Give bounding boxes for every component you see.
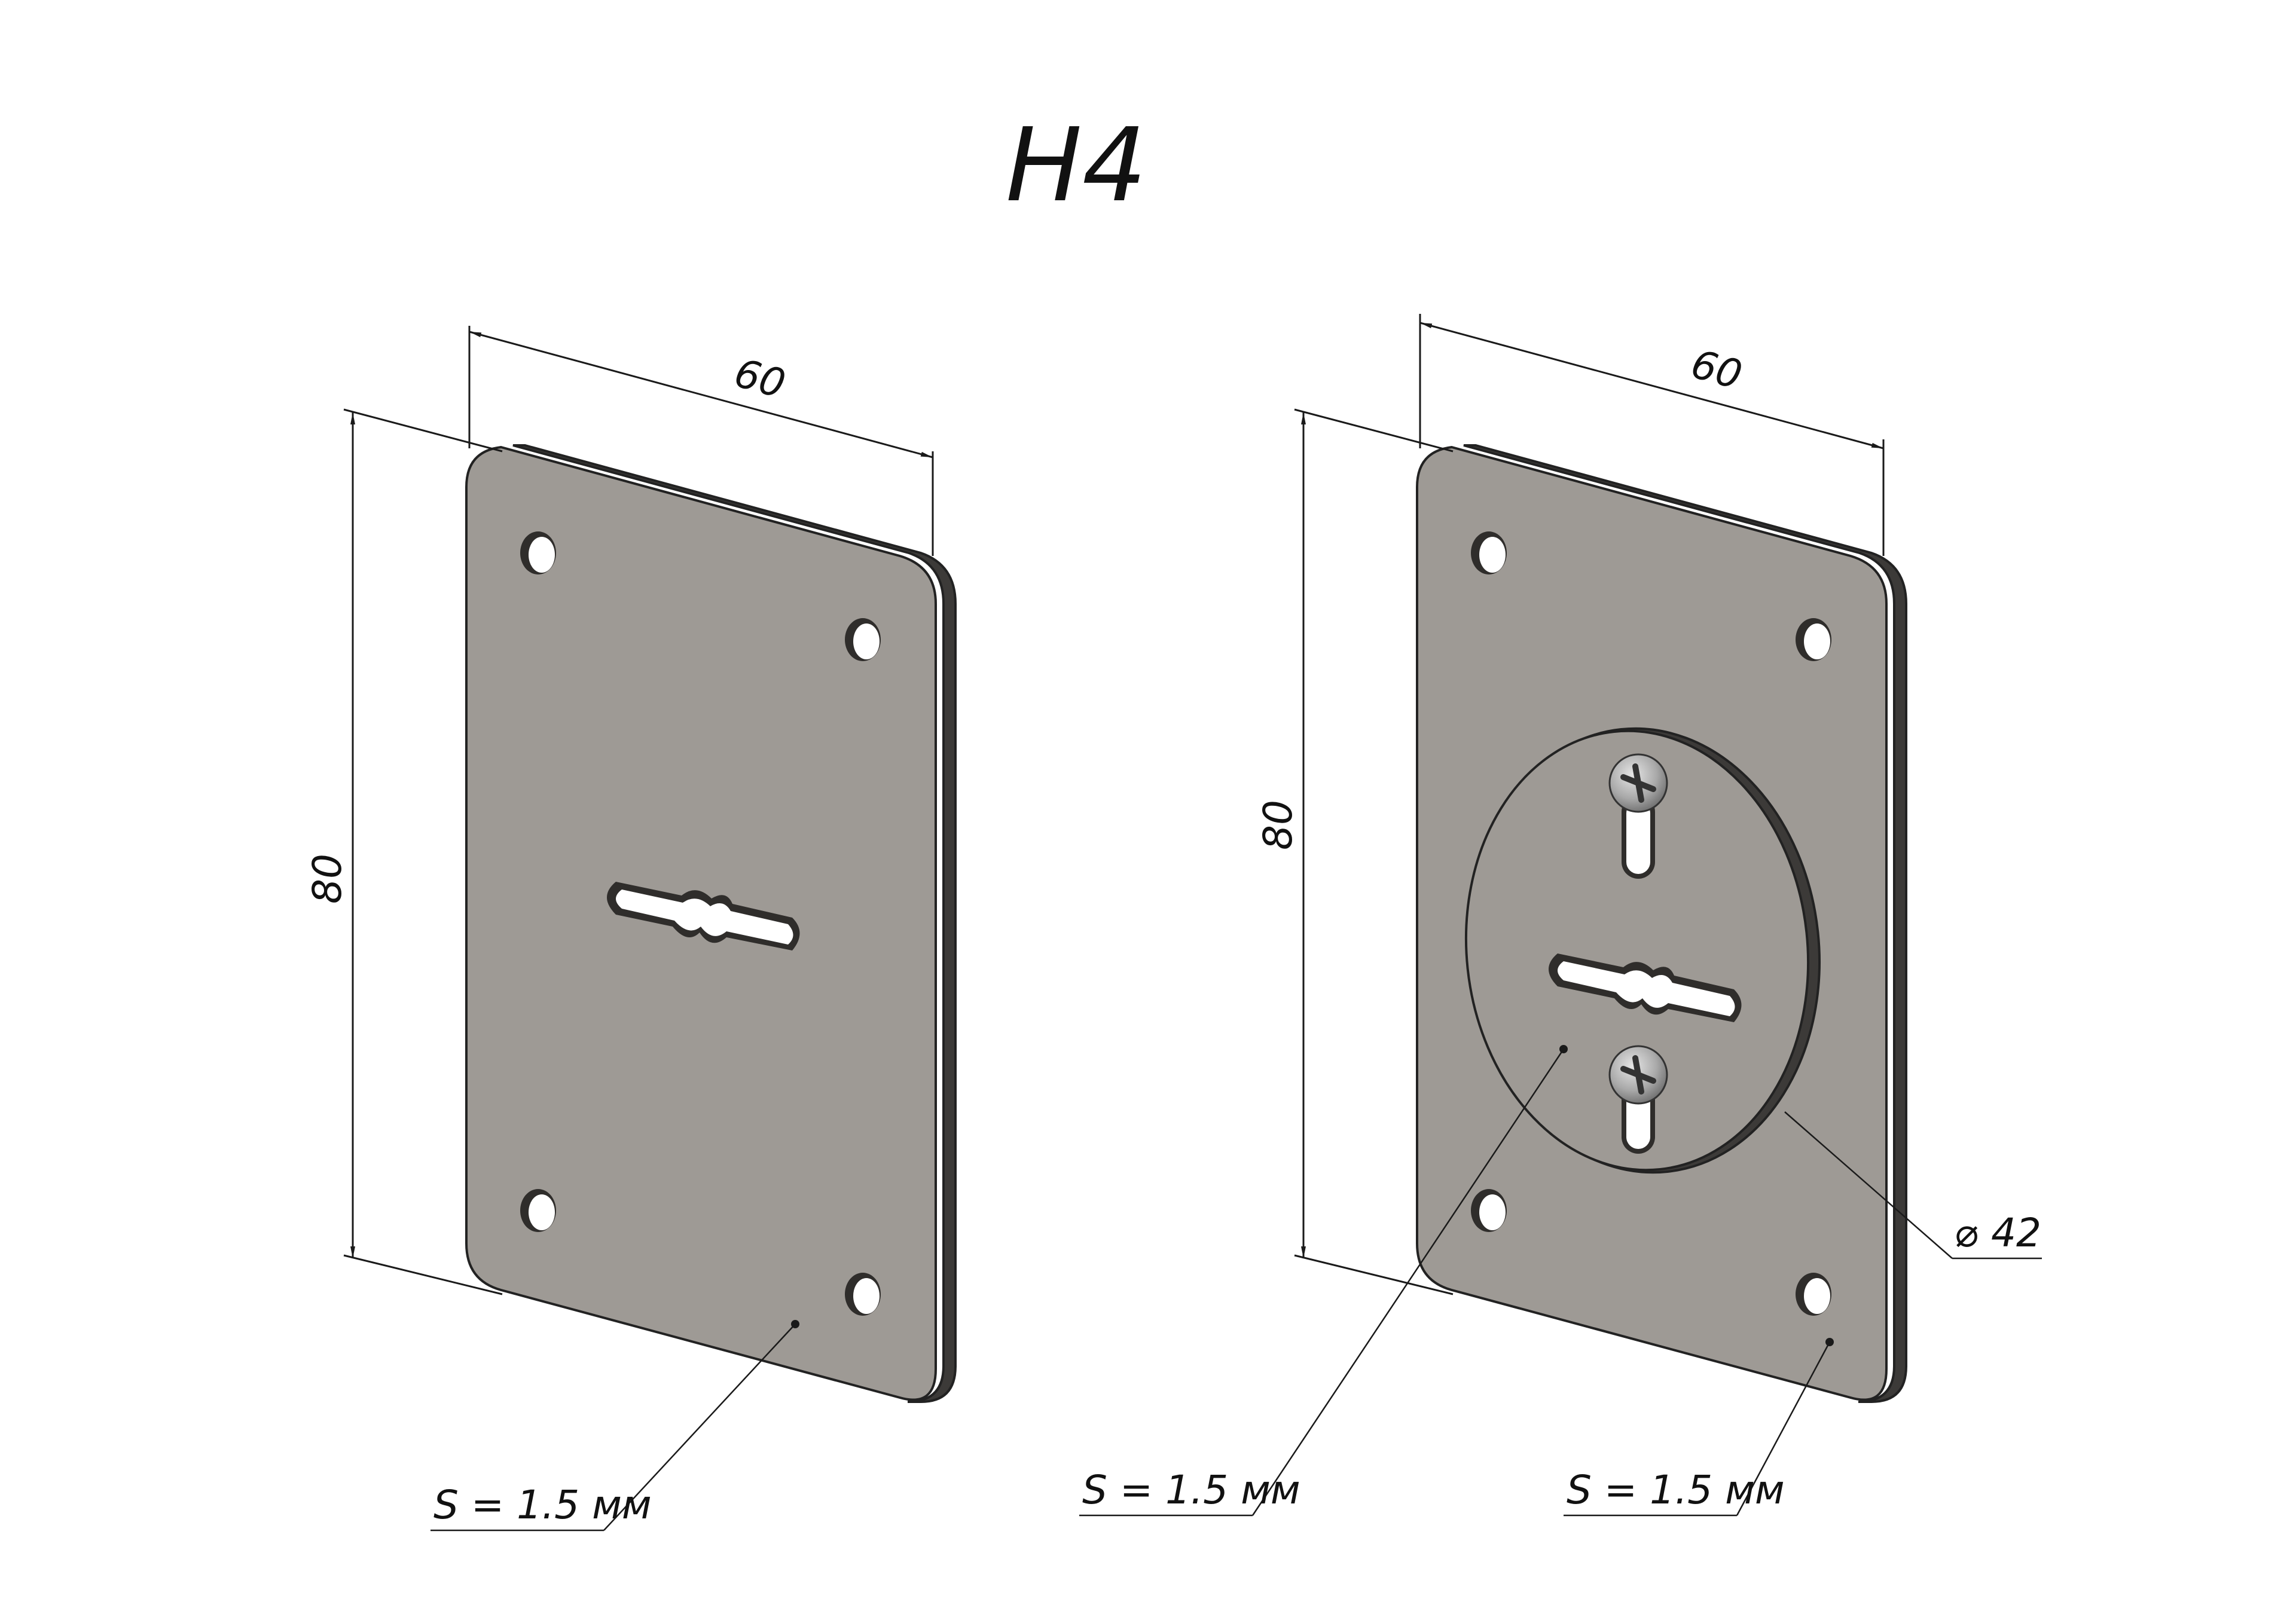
right-hole-top-left xyxy=(1471,531,1507,574)
left-height-label: 80 xyxy=(304,854,350,904)
right-hole-bottom-left xyxy=(1471,1189,1507,1232)
left-key-slot xyxy=(607,882,800,950)
right-plate-assembly xyxy=(1416,444,1907,1403)
left-plate-assembly xyxy=(465,444,957,1403)
disc-key-slot xyxy=(1549,953,1742,1022)
left-hole-bottom-left xyxy=(520,1189,556,1232)
drawing-title: H4 xyxy=(1006,106,1147,225)
screw-bottom xyxy=(1608,1045,1668,1105)
right-height-label: 80 xyxy=(1255,800,1301,850)
screw-top xyxy=(1608,753,1668,813)
right-hole-top-right xyxy=(1796,618,1831,661)
right-mounting-holes xyxy=(1471,531,1831,1316)
left-width-label: 60 xyxy=(729,350,790,407)
plate-thickness-callout: S = 1.5 мм xyxy=(1564,1338,1834,1517)
left-plate-edge xyxy=(512,444,957,1403)
left-mounting-holes xyxy=(520,531,881,1316)
left-hole-bottom-right xyxy=(845,1273,881,1316)
left-thickness-callout: S = 1.5 мм xyxy=(430,1320,799,1532)
plate-thickness-label: S = 1.5 мм xyxy=(1567,1467,1785,1513)
right-width-label: 60 xyxy=(1686,341,1747,398)
left-hole-top-left xyxy=(520,531,556,574)
round-disc xyxy=(1464,727,1821,1174)
disc-thickness-callout: S = 1.5 мм xyxy=(1079,1045,1568,1517)
diameter-callout: ⌀ 42 xyxy=(1784,1111,2042,1260)
right-height-dimension: 80 xyxy=(1255,408,1454,1295)
left-height-dimension: 80 xyxy=(304,408,503,1295)
right-hole-bottom-right xyxy=(1796,1273,1831,1316)
disc-thickness-label: S = 1.5 мм xyxy=(1082,1467,1300,1513)
diameter-label: 42 xyxy=(1991,1210,2041,1256)
left-hole-top-right xyxy=(845,618,881,661)
left-thickness-label: S = 1.5 мм xyxy=(433,1482,652,1528)
disc-slot-top xyxy=(1622,795,1655,879)
right-plate-edge xyxy=(1463,444,1907,1403)
diameter-symbol: ⌀ xyxy=(1954,1210,1978,1256)
